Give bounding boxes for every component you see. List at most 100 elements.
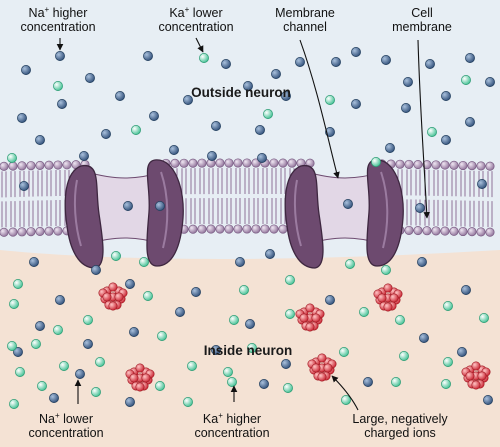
ka-ion [9,299,19,309]
lipid-tail [46,200,52,227]
lipid-tail [28,200,34,227]
lipid-head [17,161,27,171]
na-ion [115,91,125,101]
lipid-tail [487,171,493,198]
na-ion [149,111,159,121]
lipid-head [422,226,432,236]
na-ion [271,69,281,79]
lipid-head [449,160,459,170]
na-ion [57,99,67,109]
ka-ion [443,357,453,367]
ka-ion [37,381,47,391]
channel-highlight [160,171,169,249]
large-ion-sphere [108,282,118,292]
ka-ion [395,315,405,325]
na-ion [29,257,39,267]
na-ion [363,377,373,387]
channel-highlight [380,171,389,249]
membrane-channel [284,159,404,269]
large-ion-sphere [311,363,321,373]
lipid-tail [451,170,457,197]
na-ion [243,81,253,91]
lipid-head [422,160,432,170]
na-ion [211,121,221,131]
lipid-tail [415,169,421,196]
na-ion [465,117,475,127]
large-ion-sphere [471,380,481,390]
ka-ion [399,351,409,361]
lipid-tail [487,201,493,228]
large-ion-sphere [465,371,475,381]
ka-ion [143,291,153,301]
large-ion-sphere [305,322,315,332]
ka-ion [443,301,453,311]
lipid-head [53,226,63,236]
lipid-head [278,158,288,168]
lipid-head [26,161,36,171]
na-ion [79,151,89,161]
na-ion [331,57,341,67]
lipid-tail [28,170,34,197]
na-higher-label: Na+ higher concentration [20,4,96,34]
ka-ion [441,379,451,389]
lipid-head [269,224,279,234]
lipid-tail [181,168,187,195]
large-ion-sphere [114,292,124,302]
na-ion [415,203,425,213]
ka-ion [199,53,209,63]
lipid-tail [460,200,466,227]
ka-ion [263,109,273,119]
large-ion-sphere [108,301,118,311]
large-ion-sphere [141,373,151,383]
na-ion [17,113,27,123]
lipid-tail [406,199,412,226]
ka-lower-label: Ka+ lower concentration [158,4,234,34]
na-ion [175,307,185,317]
large-ion-sphere [311,313,321,323]
lipid-tail [1,201,7,228]
na-ion [281,91,291,101]
lipid-head [242,158,252,168]
ka-ion [9,399,19,409]
ka-ion [187,361,197,371]
lipid-head [395,159,405,169]
lipid-tail [244,168,250,194]
ka-ion [15,367,25,377]
lipid-tail [37,170,43,197]
lipid-head [476,227,486,237]
large-ion-sphere [129,373,139,383]
lipid-head [440,226,450,236]
lipid-head [431,160,441,170]
ka-ion [7,153,17,163]
lipid-head [278,224,288,234]
ka-ion [183,397,193,407]
na-ion [257,153,267,163]
lipid-tail [190,198,196,225]
membrane-channel-label: Membrane channel [275,6,335,34]
lipid-tail [433,169,439,196]
lipid-tail [469,170,475,197]
lipid-head [449,226,459,236]
ka-ion [139,257,149,267]
channel-subunit-right [366,159,404,267]
na-ion [49,393,59,403]
lipid-head [53,160,63,170]
na-ion [441,135,451,145]
lipid-tail [262,198,268,225]
na-ion [83,339,93,349]
cell-membrane-label: Cell membrane [392,6,452,34]
large-ion-sphere [317,353,327,363]
lipid-tail [37,200,43,227]
lipid-tail [55,200,61,227]
na-ion [381,55,391,65]
na-ion [441,91,451,101]
na-ion [85,73,95,83]
na-ion [457,347,467,357]
ions [7,47,495,409]
na-ion [265,249,275,259]
lipid-head [170,158,180,168]
na-ion [169,145,179,155]
lipid-tail [253,168,259,195]
arrow-ka-lower [195,37,204,53]
na-ion [259,379,269,389]
